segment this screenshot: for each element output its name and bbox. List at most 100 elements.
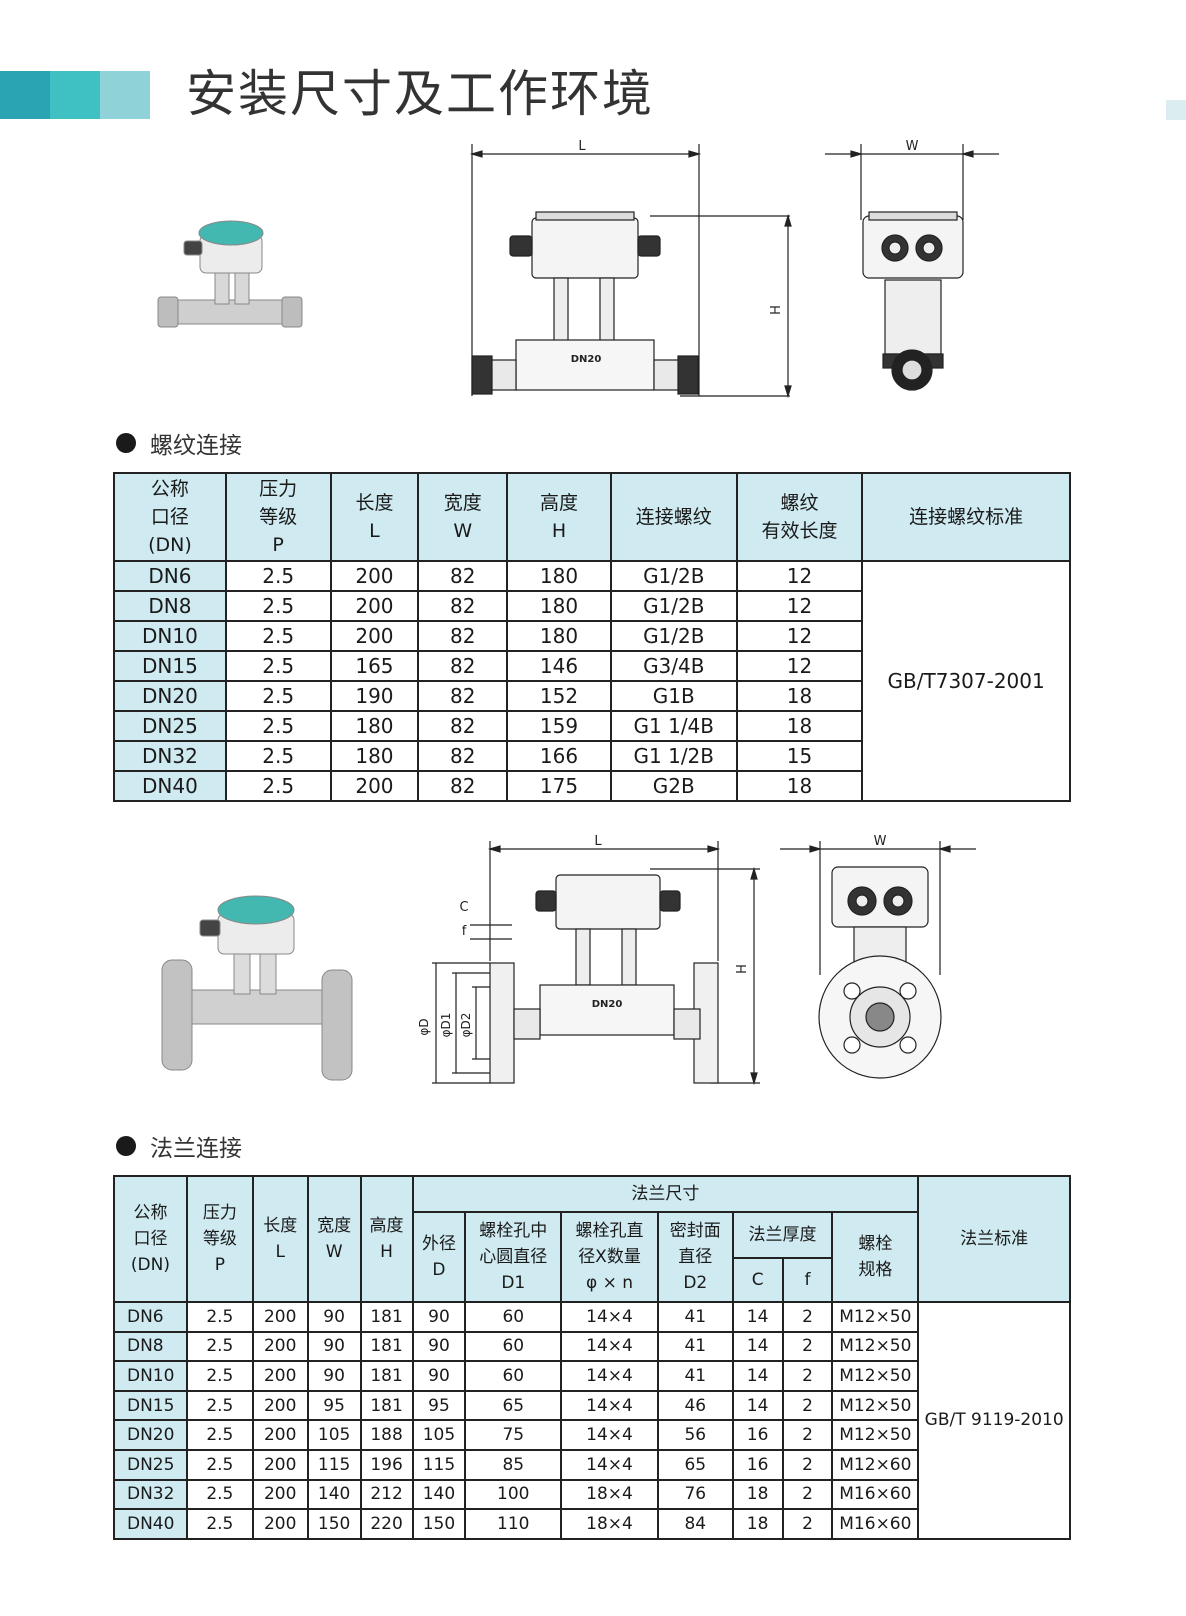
table-cell: 14 [731,1301,784,1333]
table-cell: 16 [731,1419,784,1451]
table-cell: DN8 [113,590,227,622]
table-cell: DN40 [113,1508,188,1540]
table-cell: 105 [411,1419,467,1451]
table-cell: 12 [735,650,864,682]
flanged-front-label-d2: φD2 [459,1013,473,1038]
table-cell: 2.5 [185,1330,254,1363]
threaded-standard-cell: GB/T7307-2001 [861,560,1071,802]
flanged-header-w: 宽度 W [306,1175,362,1303]
threaded-heading: 螺纹连接 [116,426,242,460]
table-cell: 2.5 [224,770,332,802]
table-cell: DN25 [113,710,227,742]
table-cell: 180 [506,590,612,622]
table-cell: 2.5 [185,1448,254,1481]
table-cell: 14 [731,1360,784,1392]
table-cell: M12×60 [831,1448,920,1481]
table-cell: 200 [251,1419,309,1451]
table-cell: M12×50 [831,1301,920,1333]
table-cell: G2B [609,770,738,802]
table-cell: 12 [735,620,864,652]
table-cell: 90 [306,1360,362,1392]
table-cell: 115 [411,1448,467,1481]
header-bar-light [100,71,150,119]
table-cell: 16 [731,1448,784,1481]
header-bar-dark [0,71,50,119]
table-cell: M16×60 [831,1478,920,1511]
table-cell: 110 [464,1508,563,1540]
threaded-heading-text: 螺纹连接 [150,433,242,459]
table-cell: 165 [329,650,420,682]
table-cell: DN25 [113,1448,188,1481]
table-cell: 140 [306,1478,362,1511]
threaded-front-label-l: L [578,139,586,154]
table-cell: 84 [656,1508,734,1540]
table-cell: 82 [417,680,509,712]
table-cell: DN6 [113,1301,188,1333]
flanged-header-phi: 螺栓孔直 径X数量 φ × n [560,1211,659,1303]
table-cell: DN20 [113,1419,188,1451]
table-cell: 152 [506,680,612,712]
table-cell: 200 [329,560,420,592]
table-cell: 41 [656,1360,734,1392]
table-cell: 188 [359,1419,414,1451]
table-cell: 18 [735,770,864,802]
flanged-front-view: L C f φD φD1 φD2 H DN20 [417,834,760,1086]
table-cell: 150 [306,1508,362,1540]
flanged-header-d: 外径 D [411,1211,467,1303]
flanged-header-d2: 密封面 直径 D2 [656,1211,734,1303]
table-cell: 15 [735,740,864,772]
table-cell: DN40 [113,770,227,802]
table-cell: 82 [417,590,509,622]
bullet-dot [116,1136,136,1156]
table-cell: 200 [251,1448,309,1481]
table-cell: 200 [251,1301,309,1333]
table-cell: 159 [506,710,612,742]
table-cell: M16×60 [831,1508,920,1540]
threaded-side-view: W [825,139,999,391]
threaded-header-thread-length: 螺纹有效长度 [735,472,864,562]
table-cell: 2.5 [224,590,332,622]
table-cell: 90 [306,1330,362,1363]
header-bar-mid [50,71,100,119]
table-cell: 82 [417,770,509,802]
page-title: 安装尺寸及工作环境 [186,65,654,123]
table-cell: 166 [506,740,612,772]
table-cell: 90 [411,1360,467,1392]
table-cell: 181 [359,1389,414,1422]
threaded-header-thread: 连接螺纹 [609,472,738,562]
flanged-heading: 法兰连接 [116,1129,242,1163]
table-cell: 90 [306,1301,362,1333]
table-cell: 2 [781,1389,834,1422]
flanged-header-flange-dims: 法兰尺寸 [411,1175,920,1213]
table-cell: 115 [306,1448,362,1481]
table-cell: 200 [251,1330,309,1363]
flanged-header-f: f [781,1257,834,1303]
table-cell: G1 1/2B [609,740,738,772]
flanged-front-label-l: L [594,834,602,849]
table-cell: 180 [329,710,420,742]
table-cell: 181 [359,1301,414,1333]
table-cell: 200 [251,1360,309,1392]
table-cell: 190 [329,680,420,712]
table-cell: 82 [417,560,509,592]
table-cell: 76 [656,1478,734,1511]
flanged-standard-cell: GB/T 9119-2010 [917,1301,1071,1540]
table-cell: 2.5 [185,1478,254,1511]
table-cell: 150 [411,1508,467,1540]
table-cell: 95 [306,1389,362,1422]
threaded-front-label-model: DN20 [571,354,602,365]
threaded-side-label-w: W [906,139,919,154]
table-cell: 196 [359,1448,414,1481]
table-cell: DN10 [113,1360,188,1392]
table-cell: 180 [506,560,612,592]
flanged-heading-text: 法兰连接 [150,1136,242,1162]
